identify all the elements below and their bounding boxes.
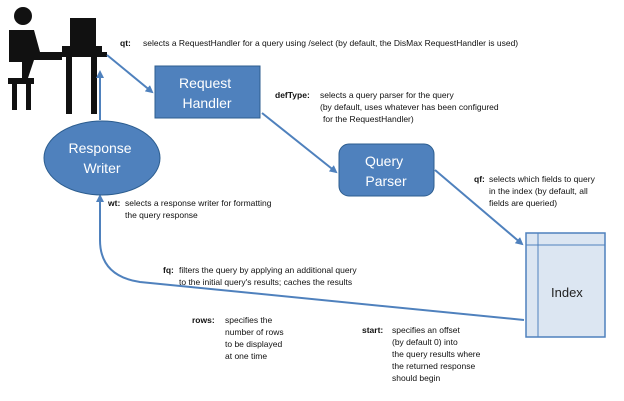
- arrow-index-to-response-writer: [96, 194, 525, 321]
- query-parser-node: Query Parser: [338, 143, 435, 197]
- qf-desc-line3: fields are queried): [489, 198, 557, 208]
- rows-desc-line3: to be displayed: [225, 339, 282, 349]
- qf-key: qf:: [474, 174, 485, 184]
- wt-desc-line1: selects a response writer for formatting: [125, 198, 272, 208]
- qf-desc-line1: selects which fields to query: [489, 174, 596, 184]
- deftype-desc-line3: for the RequestHandler): [323, 114, 414, 124]
- response-writer-label-line2: Writer: [83, 160, 120, 176]
- qt-annotation: qt: selects a RequestHandler for a query…: [120, 38, 518, 48]
- person-at-computer-icon: [8, 7, 107, 114]
- wt-key: wt:: [107, 198, 120, 208]
- start-annotation: start: specifies an offset (by default 0…: [362, 325, 483, 383]
- rows-key: rows:: [192, 315, 215, 325]
- index-label: Index: [551, 285, 583, 300]
- svg-text:Response Writer: Response Writer: [69, 140, 136, 176]
- qt-desc-line1: selects a RequestHandler for a query usi…: [143, 38, 518, 48]
- arrow-request-handler-to-query-parser: [261, 112, 338, 174]
- rows-desc-line4: at one time: [225, 351, 267, 361]
- response-writer-node: Response Writer: [43, 120, 161, 196]
- wt-desc-line2: the query response: [125, 210, 198, 220]
- start-desc-line4: the returned response: [392, 361, 475, 371]
- qf-annotation: qf: selects which fields to query in the…: [474, 174, 597, 208]
- fq-desc-line2: to the initial query's results; caches t…: [179, 277, 352, 287]
- request-handler-node: Request Handler: [154, 65, 261, 119]
- rows-desc-line2: number of rows: [225, 327, 284, 337]
- start-key: start:: [362, 325, 383, 335]
- deftype-annotation: defType: selects a query parser for the …: [275, 90, 501, 124]
- index-node: Index: [525, 232, 606, 338]
- start-desc-line1: specifies an offset: [392, 325, 461, 335]
- wt-annotation: wt: selects a response writer for format…: [107, 198, 274, 220]
- query-parser-label-line2: Parser: [365, 173, 407, 189]
- rows-desc-line1: specifies the: [225, 315, 273, 325]
- start-desc-line3: the query results where: [392, 349, 481, 359]
- response-writer-label-line1: Response: [69, 140, 132, 156]
- request-handler-label-line2: Handler: [182, 95, 231, 111]
- fq-desc-line1: filters the query by applying an additio…: [179, 265, 357, 275]
- deftype-desc-line1: selects a query parser for the query: [320, 90, 454, 100]
- fq-annotation: fq: filters the query by applying an add…: [163, 265, 359, 287]
- fq-key: fq:: [163, 265, 174, 275]
- qf-desc-line2: in the index (by default, all: [489, 186, 588, 196]
- arrow-user-to-request-handler: [106, 54, 154, 94]
- deftype-desc-line2: (by default, uses whatever has been conf…: [320, 102, 499, 112]
- deftype-key: defType:: [275, 90, 310, 100]
- flow-arrows: [96, 54, 525, 321]
- start-desc-line2: (by default 0) into: [392, 337, 458, 347]
- start-desc-line5: should begin: [392, 373, 440, 383]
- svg-text:Request Handler: Request Handler: [179, 75, 235, 111]
- request-handler-label-line1: Request: [179, 75, 231, 91]
- svg-text:Query Parser: Query Parser: [365, 153, 407, 189]
- query-parser-label-line1: Query: [365, 153, 403, 169]
- rows-annotation: rows: specifies the number of rows to be…: [192, 315, 286, 361]
- qt-key: qt:: [120, 38, 131, 48]
- arrow-query-parser-to-index: [434, 169, 524, 246]
